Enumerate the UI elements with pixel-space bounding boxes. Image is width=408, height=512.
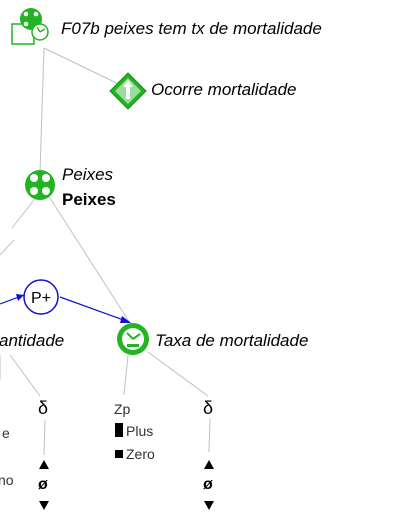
right-zero-symbol: ø	[203, 476, 213, 493]
title-to-entity-line	[39, 47, 45, 173]
influence-arrowhead-right	[120, 316, 131, 323]
left-delta-stem	[43, 419, 46, 456]
influence-label: P+	[31, 290, 51, 307]
entity-label-bold: Peixes	[62, 190, 116, 209]
left-delta-link	[9, 354, 41, 397]
right-delta-symbol: δ	[203, 398, 214, 418]
rate-to-delta-line	[147, 351, 209, 397]
qspace-zero-marker	[115, 450, 123, 458]
condition-label: Ocorre mortalidade	[151, 80, 297, 99]
left-derivative-arrows	[39, 460, 49, 510]
qspace-plus-marker	[115, 423, 123, 437]
left-qspace-fragment-no: no	[0, 472, 14, 488]
left-qspace-fragment-e: e	[2, 425, 10, 441]
left-zero-symbol: ø	[38, 476, 48, 493]
left-delta-symbol: δ	[38, 398, 49, 418]
rate-gauge-icon[interactable]	[117, 323, 149, 355]
entity-left-line-2	[0, 239, 15, 256]
qspace-value-plus: Plus	[126, 423, 154, 439]
qspace-name: Zp	[114, 401, 131, 417]
model-fragment-icon[interactable]	[11, 8, 49, 45]
left-quantity-label: antidade	[0, 331, 65, 350]
entity-to-rate-line	[47, 194, 131, 324]
title-to-condition-line	[43, 47, 128, 89]
entity-icon[interactable]	[25, 170, 55, 200]
rate-to-qspace-line	[123, 354, 129, 396]
right-delta-stem	[208, 417, 211, 453]
right-quantity-label: Taxa de mortalidade	[155, 331, 309, 350]
entity-label-italic: Peixes	[62, 165, 114, 184]
influence-arrowhead-left	[16, 294, 24, 301]
right-derivative-arrows	[204, 460, 214, 510]
influence-circle[interactable]	[23, 279, 59, 315]
condition-diamond-icon[interactable]	[109, 72, 147, 110]
entity-left-line	[11, 194, 39, 229]
influence-line-right	[59, 296, 130, 323]
diagram-title: F07b peixes tem tx de mortalidade	[61, 19, 322, 38]
qspace-value-zero: Zero	[126, 446, 155, 462]
